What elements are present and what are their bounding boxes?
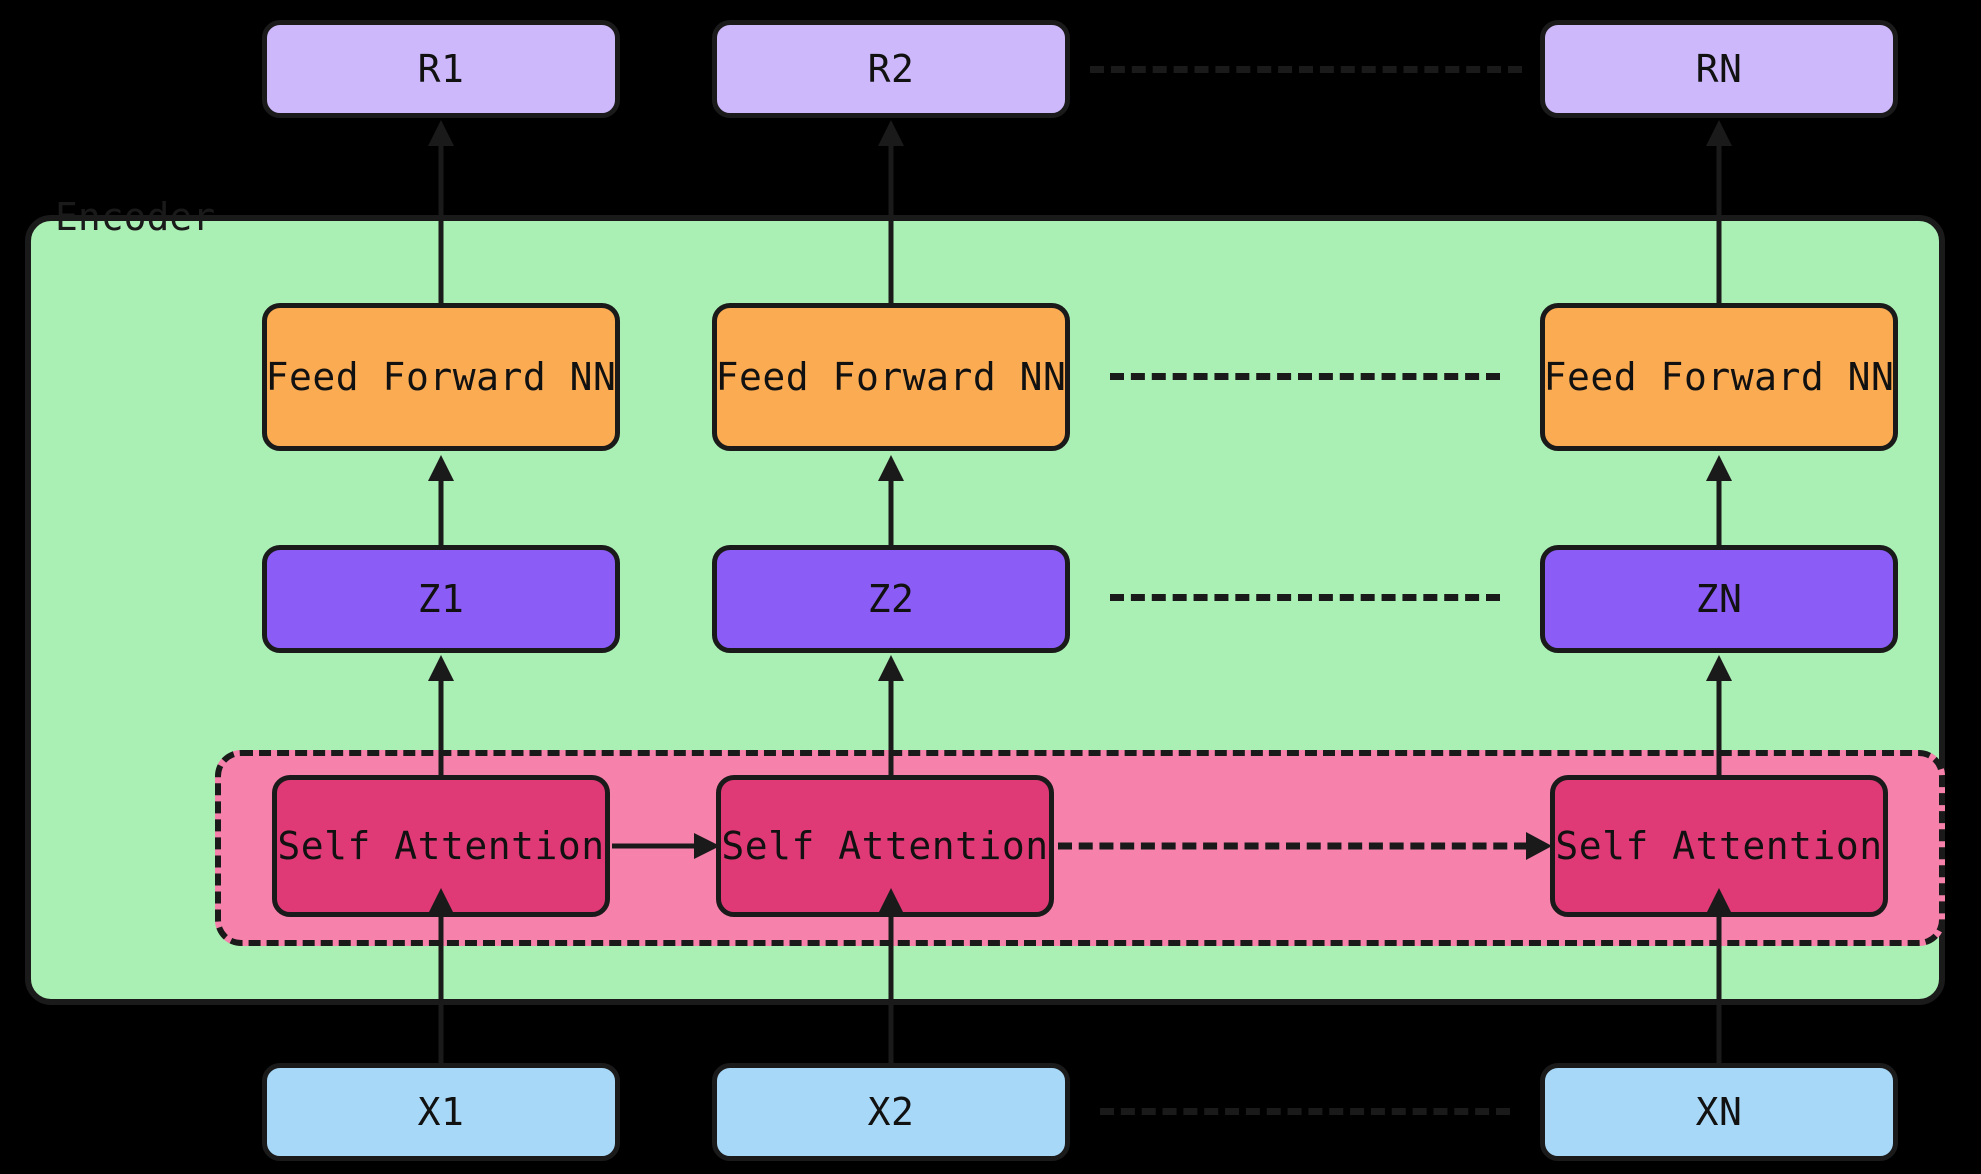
z-node-z1[interactable]: Z1 xyxy=(262,545,620,653)
arrow-xn-to-san xyxy=(1706,888,1732,1066)
arrow-shaft xyxy=(438,675,444,780)
ellipsis-outputs xyxy=(1090,66,1522,73)
arrow-zn-to-ffn xyxy=(1706,455,1732,547)
arrow-shaft-dashed xyxy=(1058,842,1528,850)
arrow-z1-to-ffn xyxy=(428,455,454,547)
arrow-self-attention-2-to-n xyxy=(1058,832,1552,860)
feed-forward-node-n[interactable]: Feed Forward NN xyxy=(1540,303,1898,451)
arrow-shaft xyxy=(888,908,894,1066)
arrow-shaft xyxy=(438,908,444,1066)
arrow-x2-to-sa2 xyxy=(878,888,904,1066)
z-node-zn[interactable]: ZN xyxy=(1540,545,1898,653)
arrow-sa2-to-z2 xyxy=(878,655,904,780)
arrow-sa1-to-z1 xyxy=(428,655,454,780)
arrow-ffn-to-r1 xyxy=(428,120,454,305)
arrow-self-attention-1-to-2 xyxy=(612,833,720,859)
output-node-rn[interactable]: RN xyxy=(1540,20,1898,118)
arrow-shaft xyxy=(1716,908,1722,1066)
arrow-shaft xyxy=(1716,140,1722,305)
encoder-label: Encoder xyxy=(55,195,216,239)
self-attention-node-2[interactable]: Self Attention xyxy=(716,775,1054,917)
arrow-shaft xyxy=(888,675,894,780)
arrow-shaft xyxy=(612,843,698,849)
arrow-shaft xyxy=(888,140,894,305)
z-node-z2[interactable]: Z2 xyxy=(712,545,1070,653)
arrow-shaft xyxy=(438,140,444,305)
input-node-xn[interactable]: XN xyxy=(1540,1063,1898,1161)
arrow-z2-to-ffn xyxy=(878,455,904,547)
input-node-x2[interactable]: X2 xyxy=(712,1063,1070,1161)
ellipsis-feed-forward xyxy=(1110,373,1500,380)
arrow-ffn-to-r2 xyxy=(878,120,904,305)
input-node-x1[interactable]: X1 xyxy=(262,1063,620,1161)
arrow-shaft xyxy=(438,475,444,547)
arrow-head xyxy=(694,833,720,859)
arrow-head xyxy=(1526,832,1552,860)
output-node-r2[interactable]: R2 xyxy=(712,20,1070,118)
arrow-shaft xyxy=(1716,675,1722,780)
ellipsis-z xyxy=(1110,594,1500,601)
arrow-x1-to-sa1 xyxy=(428,888,454,1066)
arrow-shaft xyxy=(1716,475,1722,547)
arrow-shaft xyxy=(888,475,894,547)
feed-forward-node-2[interactable]: Feed Forward NN xyxy=(712,303,1070,451)
output-node-r1[interactable]: R1 xyxy=(262,20,620,118)
ellipsis-inputs xyxy=(1100,1108,1510,1115)
feed-forward-node-1[interactable]: Feed Forward NN xyxy=(262,303,620,451)
arrow-san-to-zn xyxy=(1706,655,1732,780)
arrow-ffn-to-rn xyxy=(1706,120,1732,305)
